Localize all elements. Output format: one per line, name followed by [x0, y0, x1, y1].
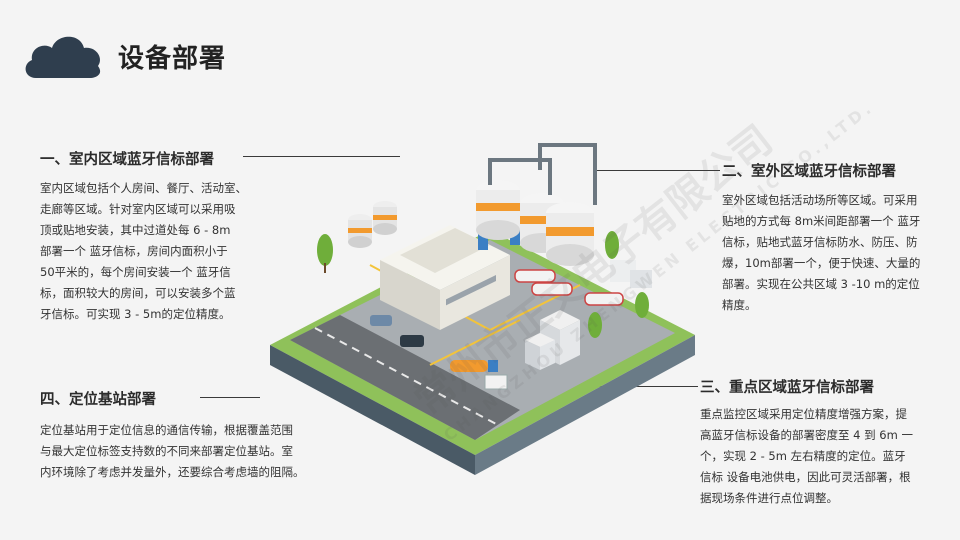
section-indoor-line: 室内区域包括个人房间、餐厅、活动室、 — [40, 181, 247, 195]
leader-line-outdoor — [596, 170, 720, 171]
leader-line-indoor — [243, 156, 400, 157]
section-outdoor-line: 室外区域包括活动场所等区域。可采用 — [722, 193, 918, 207]
section-outdoor-title: 二、室外区域蓝牙信标部署 — [722, 164, 896, 180]
section-key-area-line: 信标 设备电池供电，因此可灵活部署，根 — [700, 470, 911, 484]
section-key-area-title: 三、重点区域蓝牙信标部署 — [700, 380, 874, 396]
section-outdoor-body: 室外区域包括活动场所等区域。可采用 贴地的方式每 8m米间距部署一个 蓝牙 信标… — [722, 190, 952, 316]
section-indoor-line: 部署一个 蓝牙信标，房间内面积小于 — [40, 244, 228, 258]
section-outdoor-line: 精度。 — [722, 298, 757, 312]
section-key-area-line: 高蓝牙信标设备的部署密度至 4 到 6m 一 — [700, 428, 913, 442]
section-base-station-line: 内环境除了考虑并发量外，还要综合考虑墙的阻隔。 — [40, 465, 305, 479]
section-indoor-line: 牙信标。可实现 3 - 5m的定位精度。 — [40, 307, 231, 321]
section-base-station-line: 定位基站用于定位信息的通信传输，根据覆盖范围 — [40, 423, 293, 437]
section-key-area-line: 个，实现 2 - 5m 左右精度的定位。蓝牙 — [700, 449, 906, 463]
section-outdoor-line: 信标，贴地式蓝牙信标防水、防压、防 — [722, 235, 918, 249]
storage-tanks-left — [348, 201, 397, 248]
leader-line-key-area — [580, 386, 698, 387]
slide-title: 设备部署 — [118, 44, 227, 74]
section-indoor-title: 一、室内区域蓝牙信标部署 — [40, 152, 214, 168]
section-indoor-line: 顶或贴地安装，其中过道处每 6 - 8m — [40, 223, 231, 237]
section-indoor-line: 50平米的，每个房间安装一个 蓝牙信 — [40, 265, 231, 279]
slide-header: 设备部署 — [22, 28, 322, 84]
section-key-area-line: 据现场条件进行点位调整。 — [700, 491, 838, 505]
section-base-station-line: 与最大定位标签支持数的不同来部署定位基站。室 — [40, 444, 293, 458]
section-indoor-body: 室内区域包括个人房间、餐厅、活动室、 走廊等区域。针对室内区域可以采用吸 顶或贴… — [40, 178, 280, 325]
trees — [317, 231, 649, 338]
section-indoor-line: 走廊等区域。针对室内区域可以采用吸 — [40, 202, 236, 216]
office-buildings — [525, 260, 652, 370]
section-indoor-line: 标，面积较大的房间，可以安装多个蓝 — [40, 286, 236, 300]
section-base-station-title: 四、定位基站部署 — [40, 392, 156, 408]
cloud-icon — [25, 36, 101, 78]
section-outdoor-line: 爆，10m部署一个，便于快速、大量的 — [722, 256, 921, 270]
section-outdoor-line: 部署。实现在公共区域 3 -10 m的定位 — [722, 277, 920, 291]
section-key-area-line: 重点监控区域采用定位精度增强方案，提 — [700, 407, 907, 421]
section-outdoor-line: 贴地的方式每 8m米间距部署一个 蓝牙 — [722, 214, 921, 228]
section-base-station-body: 定位基站用于定位信息的通信传输，根据覆盖范围 与最大定位标签支持数的不同来部署定… — [40, 420, 330, 483]
tanker-trucks — [450, 269, 624, 372]
factory-illustration — [270, 143, 695, 475]
section-key-area-body: 重点监控区域采用定位精度增强方案，提 高蓝牙信标设备的部署密度至 4 到 6m … — [700, 404, 950, 509]
leader-line-base-station — [200, 397, 260, 398]
storage-tanks-right — [476, 180, 594, 266]
